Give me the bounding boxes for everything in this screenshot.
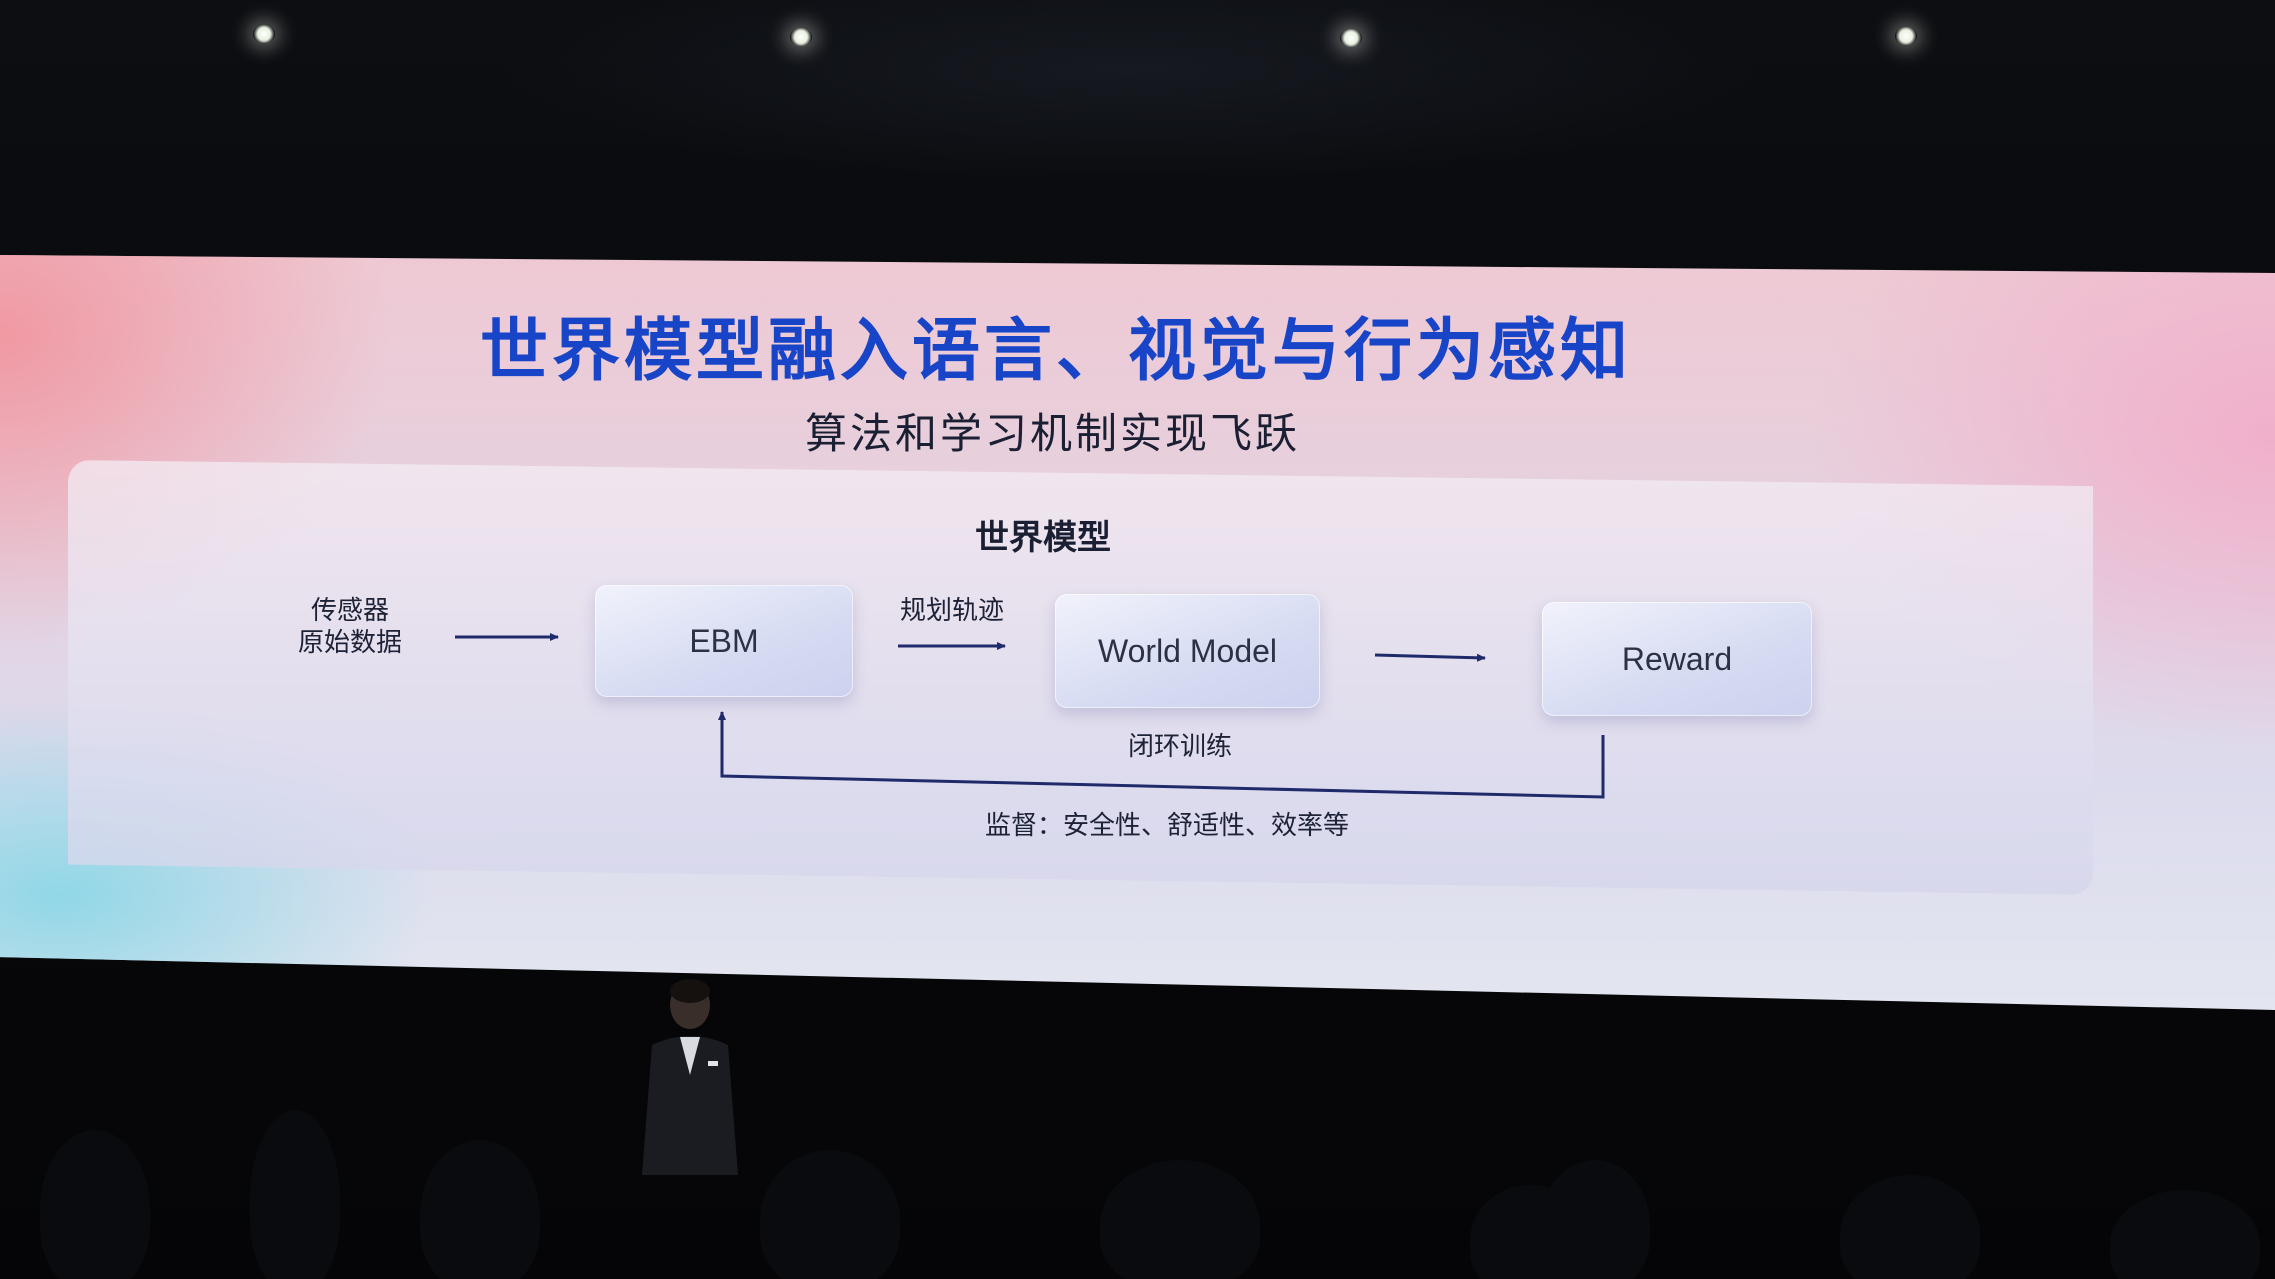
diagram-title: 世界模型 <box>975 518 1111 558</box>
planned-trajectory-label: 规划轨迹 <box>900 596 1005 626</box>
sensor-raw-data-label: 传感器 原始数据 <box>280 595 420 659</box>
audience-member <box>1840 1175 1980 1279</box>
ceiling-light <box>790 28 812 46</box>
supervision-label: 监督：安全性、舒适性、效率等 <box>985 811 1350 841</box>
ceiling-light <box>1340 29 1362 47</box>
world-model-node: World Model <box>1055 594 1320 708</box>
sensor-label-line: 传感器 <box>310 596 389 626</box>
audience-member <box>2110 1190 2260 1279</box>
closed-loop-training-label: 闭环训练 <box>1128 732 1233 762</box>
audience-member <box>40 1130 150 1279</box>
audience-member <box>760 1150 900 1279</box>
reward-node: Reward <box>1542 602 1812 716</box>
raw-data-label-line: 原始数据 <box>297 628 402 658</box>
audience-member <box>1540 1160 1650 1279</box>
ebm-node: EBM <box>595 585 853 697</box>
ceiling-light <box>253 25 275 43</box>
audience-member <box>1100 1160 1260 1279</box>
presenter-figure <box>642 979 738 1175</box>
audience-member <box>250 1110 340 1279</box>
ceiling-light <box>1895 27 1917 45</box>
slide-subtitle: 算法和学习机制实现飞跃 <box>805 409 1301 458</box>
audience-member <box>420 1140 540 1279</box>
slide-title: 世界模型融入语言、视觉与行为感知 <box>480 312 1633 391</box>
